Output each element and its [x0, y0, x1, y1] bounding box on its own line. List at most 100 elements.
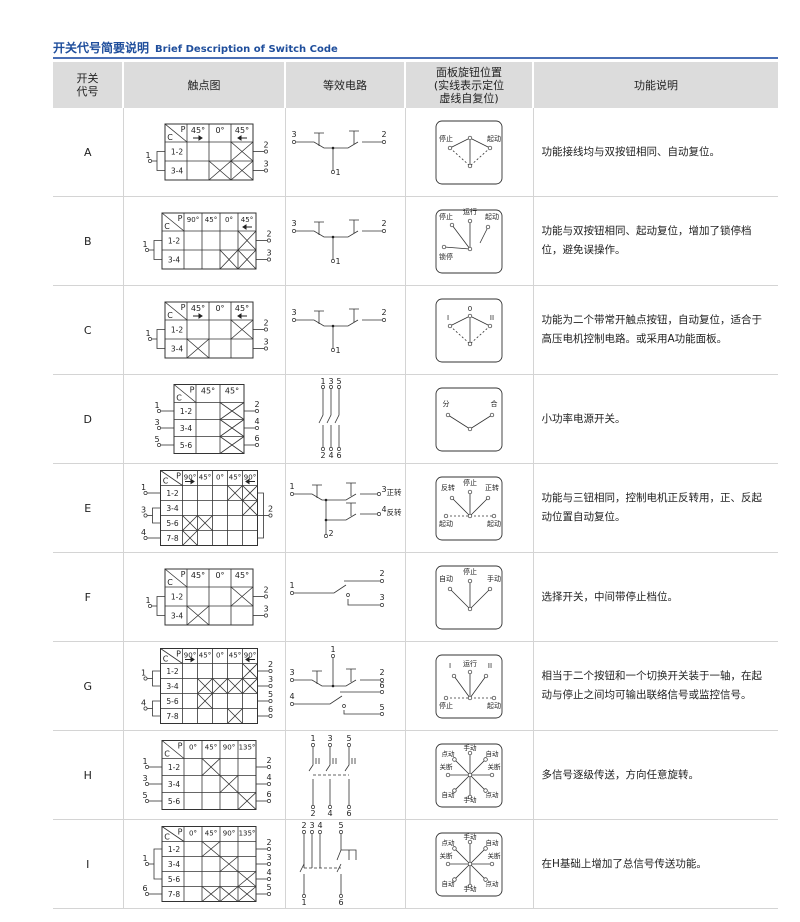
contact-closed-cross — [237, 230, 256, 251]
angle-label: 45° — [204, 216, 216, 224]
terminal-label: 6 — [267, 705, 272, 714]
panel-label: I — [448, 662, 450, 670]
terminal-label: 1 — [145, 329, 150, 338]
knob-line — [453, 774, 470, 791]
terminal-label: 1 — [140, 483, 145, 492]
angle-label: 45° — [204, 744, 216, 752]
panel-label: 关断 — [487, 851, 501, 860]
pushbutton-icon — [348, 308, 359, 322]
angle-label: 45° — [240, 216, 252, 224]
contact-closed-cross — [241, 500, 258, 516]
terminal-icon — [330, 348, 335, 352]
row-label: 5-6 — [179, 441, 191, 450]
position-node — [487, 145, 492, 151]
row-label: 5-6 — [167, 797, 179, 806]
section-title-en: Brief Description of Switch Code — [155, 44, 338, 55]
knob-line — [469, 863, 486, 880]
header-code: 开关 代号 — [53, 62, 123, 108]
angle-label: 45° — [190, 571, 204, 580]
terminal-label: 3 — [381, 485, 386, 494]
panel-label: 停止 — [463, 567, 477, 576]
position-node — [467, 218, 472, 224]
panel-label: 起动 — [439, 519, 453, 528]
knob-line — [479, 226, 488, 244]
terminal-label: 1 — [335, 346, 340, 355]
pole-line — [318, 389, 323, 447]
terminal-icon — [266, 238, 271, 243]
switch-code: A — [53, 108, 123, 197]
terminal-label: 2 — [381, 219, 386, 228]
terminal-icon — [291, 318, 296, 322]
terminal-label: 3 — [266, 853, 271, 862]
contact-closed-cross — [219, 249, 238, 270]
angle-label: 90° — [183, 474, 195, 482]
position-node — [441, 244, 446, 250]
function-description: 功能为二个带常开触点按钮，自动复位，适合于高压电机控制电路。或采用A功能面板。 — [532, 285, 778, 375]
terminal-label: 1 — [301, 898, 306, 907]
contact-closed-cross — [181, 530, 198, 546]
pole-line — [344, 747, 349, 805]
angle-label: 90° — [186, 216, 198, 224]
terminal-icon — [289, 702, 294, 706]
panel-label: 起动 — [487, 701, 501, 710]
terminal-icon — [266, 257, 271, 262]
contact-closed-cross — [237, 871, 256, 887]
panel-label: II — [487, 662, 491, 670]
terminal-label: 2 — [266, 838, 271, 847]
angle-label: 0° — [189, 744, 197, 752]
knob-line — [453, 675, 470, 699]
panel-label: 自动 — [485, 838, 499, 847]
pole-line — [326, 389, 331, 447]
panel-label: 停止 — [439, 212, 453, 221]
row-label: 3-4 — [170, 612, 182, 621]
terminal-icon — [266, 765, 271, 769]
function-description: 功能与双按钮相同、起动复位，增加了锁停档位，避免误操作。 — [532, 196, 778, 286]
terminal-label: 1 — [145, 596, 150, 605]
panel-cell: 自动停止手动 — [404, 552, 533, 642]
contact-closed-cross — [201, 758, 220, 776]
section-title-cn: 开关代号简要说明 — [53, 41, 150, 55]
panel-frame — [435, 565, 502, 630]
terminal-icon — [291, 229, 296, 233]
terminal-icon — [376, 512, 381, 516]
panel-label: I — [446, 314, 448, 322]
terminal-icon — [309, 830, 314, 834]
terminal-icon — [263, 149, 268, 154]
panel-frame — [435, 654, 502, 719]
terminal-label: 反转 — [386, 507, 401, 517]
terminal-label: 2 — [320, 451, 325, 460]
terminal-label: 5 — [338, 821, 343, 830]
terminal-icon — [268, 699, 272, 703]
contact-closed-cross — [241, 485, 258, 501]
terminal-label: 6 — [266, 790, 271, 799]
position-node — [467, 695, 472, 701]
contact-closed-cross — [237, 249, 256, 270]
pushbutton-icon — [311, 670, 322, 684]
position-node — [467, 883, 472, 889]
terminal-label: 3 — [263, 160, 268, 169]
row-label: 3-4 — [167, 256, 179, 265]
angle-label: 45° — [204, 830, 216, 838]
circuit-line — [291, 580, 381, 606]
terminal-icon — [381, 140, 386, 144]
terminal-icon — [268, 684, 272, 688]
knob-line — [469, 848, 486, 865]
terminal-label: 4 — [381, 505, 386, 514]
position-node — [482, 846, 488, 851]
